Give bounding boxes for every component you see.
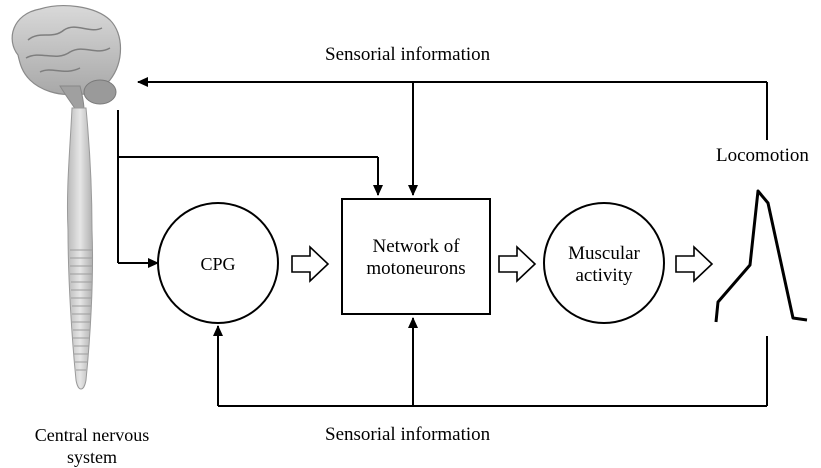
bottom-feedback-path [213, 317, 768, 407]
cns-descending-path [117, 110, 383, 268]
cns-label-line2: system [66, 447, 117, 467]
sensorial-info-bottom-label: Sensorial information [325, 424, 491, 445]
top-feedback-path [137, 77, 768, 196]
hollow-arrow-icon [675, 245, 714, 283]
locomotion-label: Locomotion [716, 145, 809, 166]
brain-spinal-cord-icon [11, 5, 121, 390]
network-label-line1: Network of [372, 236, 460, 257]
muscular-label-line2: activity [575, 265, 633, 286]
hollow-arrow-icon [291, 245, 330, 283]
muscular-label-line1: Muscular [568, 243, 640, 264]
network-label: Network of motoneurons [342, 236, 490, 280]
muscular-node [543, 202, 665, 324]
sensorial-info-top-label: Sensorial information [325, 44, 491, 65]
cns-label: Central nervous system [10, 424, 174, 468]
network-node [341, 198, 491, 315]
hollow-arrow-icon [498, 245, 537, 283]
muscular-label: Muscular activity [544, 243, 664, 287]
network-label-line2: motoneurons [366, 258, 466, 279]
cpg-node [157, 202, 279, 324]
cns-label-line1: Central nervous [34, 425, 150, 445]
cpg-label: CPG [200, 254, 236, 274]
locomotion-trace-icon [714, 189, 808, 323]
